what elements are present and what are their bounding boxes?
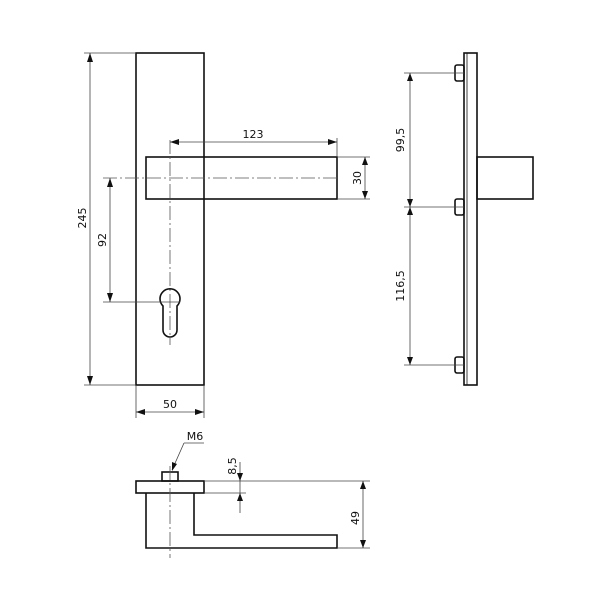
dim-plate-width: 50 — [163, 398, 177, 411]
dimension-arrows — [237, 473, 243, 501]
cylinder-keyhole — [159, 288, 181, 338]
dim-handle-projection: 49 — [349, 511, 362, 525]
dim-upper-spacing: 99,5 — [394, 128, 407, 153]
lever-top-outline — [145, 493, 338, 549]
dim-handle-length: 123 — [243, 128, 264, 141]
backplate-outline — [135, 52, 205, 386]
side-view: 99,5 116,5 — [394, 52, 534, 386]
dimension-arrows — [360, 481, 366, 548]
top-view: M6 8,5 49 — [135, 430, 370, 558]
thread-label: M6 — [187, 430, 204, 443]
dim-overall-height: 245 — [76, 208, 89, 229]
dim-spindle-to-cylinder: 92 — [96, 233, 109, 247]
spindle-rose-side — [476, 156, 534, 200]
dim-lower-spacing: 116,5 — [394, 270, 407, 302]
dim-handle-width: 30 — [351, 171, 364, 185]
front-view: 245 92 123 30 50 — [76, 52, 370, 418]
leader-arrow — [172, 462, 177, 471]
dim-rose-thickness: 8,5 — [226, 457, 239, 475]
plate-side-outline — [463, 52, 478, 386]
